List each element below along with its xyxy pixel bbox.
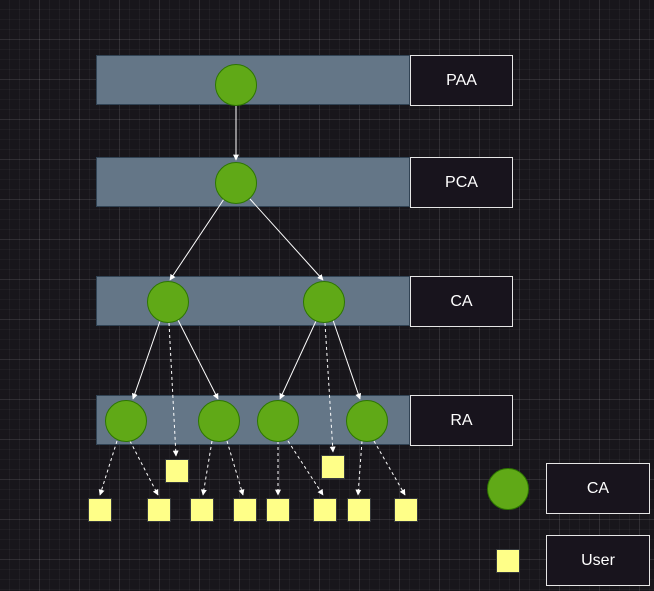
edge-pca-to-ca-right xyxy=(249,198,324,281)
edge-ca-left-to-ra-1 xyxy=(131,320,161,400)
legend-user-symbol xyxy=(496,549,520,573)
ca-level-label: CA xyxy=(410,276,513,327)
ra-level-label: RA xyxy=(410,395,513,446)
edge-ra-4-to-user-a xyxy=(355,440,363,496)
user-square[interactable] xyxy=(165,459,189,483)
user-square[interactable] xyxy=(190,498,214,522)
edge-ra-3-to-user-b xyxy=(287,440,324,496)
edge-pca-to-ca-left xyxy=(169,198,225,281)
edge-ra-1-to-user-a xyxy=(98,440,118,496)
ca-node-left[interactable] xyxy=(147,281,189,323)
ca-certification-edges xyxy=(131,105,362,400)
legend-user-label: User xyxy=(546,535,650,586)
user-square[interactable] xyxy=(88,498,112,522)
user-square[interactable] xyxy=(321,455,345,479)
user-square[interactable] xyxy=(347,498,371,522)
legend-ca-label: CA xyxy=(546,463,650,514)
edge-ca-left-to-ra-2 xyxy=(177,319,219,400)
user-square[interactable] xyxy=(394,498,418,522)
paa-level-label: PAA xyxy=(410,55,513,106)
user-square[interactable] xyxy=(147,498,171,522)
user-square[interactable] xyxy=(233,498,257,522)
ra-ca-node-2[interactable] xyxy=(198,400,240,442)
ra-ca-node-3[interactable] xyxy=(257,400,299,442)
edge-ca-right-to-ra-3 xyxy=(279,320,317,400)
legend-ca-symbol xyxy=(487,468,529,510)
pca-ca-node[interactable] xyxy=(215,162,257,204)
edge-ra-2-to-user-a xyxy=(200,440,213,496)
ra-ca-node-4[interactable] xyxy=(346,400,388,442)
user-square[interactable] xyxy=(266,498,290,522)
ca-node-right[interactable] xyxy=(303,281,345,323)
user-square[interactable] xyxy=(313,498,337,522)
edge-ra-4-to-user-b xyxy=(373,440,406,496)
edge-ra-1-to-user-b xyxy=(129,440,159,496)
ra-ca-node-1[interactable] xyxy=(105,400,147,442)
edge-ca-right-to-ra-4 xyxy=(332,319,362,400)
edge-ra-2-to-user-b xyxy=(226,440,245,496)
paa-ca-node[interactable] xyxy=(215,64,257,106)
ca-level-band xyxy=(96,276,410,326)
pca-level-label: PCA xyxy=(410,157,513,208)
